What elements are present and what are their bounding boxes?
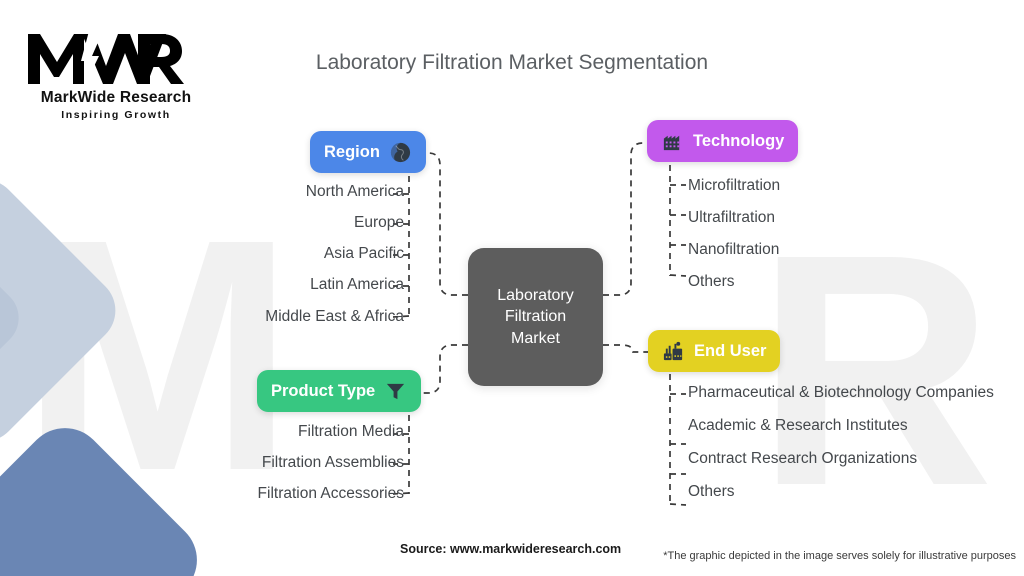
factory-icon	[661, 130, 684, 153]
list-item: Filtration Media	[298, 423, 404, 440]
logo-tagline: Inspiring Growth	[61, 109, 171, 121]
list-item: Asia Pacific	[323, 245, 404, 263]
branch-label-region: Region	[324, 142, 380, 161]
decorative-shape-light-diamond-2	[0, 211, 32, 425]
branch-badge-product-type[interactable]: Product Type	[257, 370, 422, 412]
branch-label-end-user: End User	[694, 341, 767, 360]
list-item: Others	[688, 273, 735, 291]
list-item: Filtration Accessories	[257, 485, 404, 503]
branch-items-product-type: Filtration Media Filtration Assemblies F…	[104, 422, 404, 515]
list-item: Pharmaceutical & Biotechnology Companies	[688, 384, 994, 401]
logo-company-name: MarkWide Research	[40, 89, 192, 106]
branch-items-region: North America Europe Asia Pacific Latin …	[104, 182, 404, 338]
branch-items-end-user: Pharmaceutical & Biotechnology Companies…	[688, 383, 1018, 516]
list-item: Nanofiltration	[688, 241, 780, 259]
branch-items-technology: Microfiltration Ultrafiltration Nanofilt…	[688, 176, 1008, 305]
branch-label-product-type: Product Type	[271, 381, 376, 400]
branch-label-technology: Technology	[693, 131, 785, 150]
center-node-line-1: Laboratory	[497, 287, 574, 305]
list-item: Contract Research Organizations	[688, 450, 918, 468]
list-item: Microfiltration	[688, 177, 781, 194]
center-node-line-2: Filtration	[504, 308, 567, 326]
branch-badge-region[interactable]: Region	[310, 131, 426, 173]
list-item: Filtration Assemblies	[261, 454, 404, 472]
center-node-line-3: Market	[511, 329, 560, 347]
branch-badge-technology[interactable]: Technology	[647, 120, 799, 162]
globe-icon	[389, 141, 412, 164]
funnel-icon	[384, 380, 407, 403]
disclaimer-note: *The graphic depicted in the image serve…	[663, 550, 1016, 562]
source-note: Source: www.markwideresearch.com	[400, 542, 622, 556]
factory-chart-icon	[662, 340, 685, 363]
list-item: Academic & Research Institutes	[688, 417, 908, 435]
list-item: Ultrafiltration	[688, 209, 775, 227]
brand-logo: MarkWide Research Inspiring Growth	[26, 28, 206, 121]
center-node-laboratory-filtration-market: Laboratory Filtration Market	[468, 248, 603, 386]
list-item: Middle East & Africa	[265, 307, 404, 325]
logo-mark-mwr-icon	[28, 31, 184, 87]
page-title: Laboratory Filtration Market Segmentatio…	[315, 51, 709, 74]
list-item: Europe	[354, 214, 404, 232]
branch-badge-end-user[interactable]: End User	[648, 330, 781, 372]
list-item: Others	[688, 483, 735, 501]
list-item: North America	[305, 183, 404, 200]
list-item: Latin America	[310, 276, 404, 294]
